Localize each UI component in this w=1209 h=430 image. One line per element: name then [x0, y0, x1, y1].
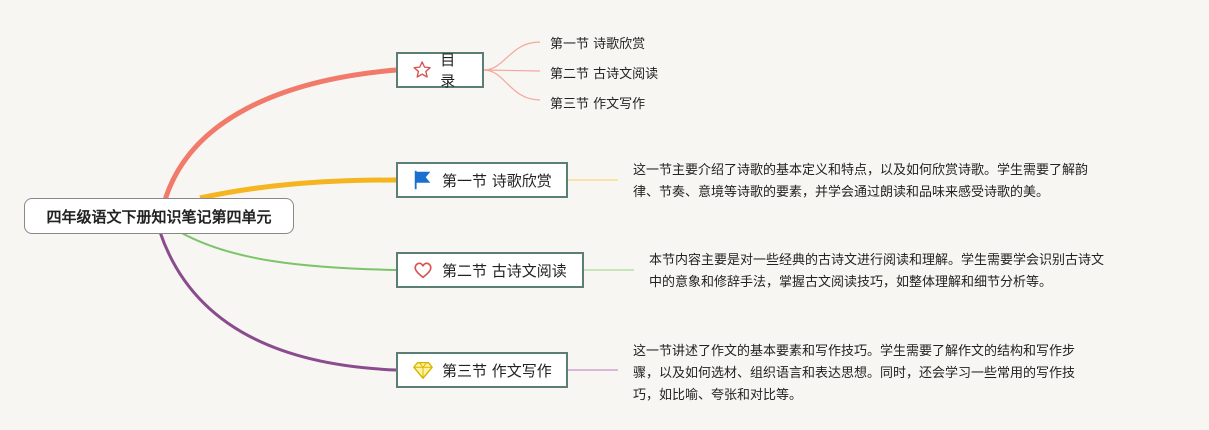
toc-item-2[interactable]: 第二节 古诗文阅读: [550, 67, 659, 82]
heart-icon: [414, 262, 432, 279]
flag-icon: [414, 170, 431, 190]
branch-connector-3: [158, 231, 397, 372]
section-1-description: 这一节主要介绍了诗歌的基本定义和特点，以及如何欣赏诗歌。学生需要了解韵 律、节奏…: [633, 160, 1088, 204]
leaf-connector-2: [483, 69, 541, 101]
branch-node-section-3[interactable]: 第三节 作文写作: [396, 352, 568, 388]
toc-item-3[interactable]: 第三节 作文写作: [550, 97, 646, 112]
branch-node-toc[interactable]: 目录: [396, 51, 484, 90]
branch-label: 第三节 作文写作: [442, 361, 552, 380]
leaf-connector-1: [483, 69, 541, 72]
section-3-description: 这一节讲述了作文的基本要素和写作技巧。学生需要了解作文的结构和写作步 骤，以及如…: [633, 341, 1075, 407]
description-line: 这一节讲述了作文的基本要素和写作技巧。学生需要了解作文的结构和写作步: [633, 344, 1076, 359]
description-line: 骤，以及如何选材、组织语言和表达思想。同时，还会学习一些常用的写作技: [633, 366, 1076, 381]
branch-connector-2: [179, 231, 397, 271]
branch-label: 目录: [440, 51, 456, 90]
branch-node-section-2[interactable]: 第二节 古诗文阅读: [396, 252, 584, 288]
branch-node-section-1[interactable]: 第一节 诗歌欣赏: [396, 162, 568, 198]
description-line: 巧，如比喻、夸张和对比等。: [633, 388, 803, 403]
description-line: 这一节主要介绍了诗歌的基本定义和特点，以及如何欣赏诗歌。学生需要了解韵: [633, 163, 1089, 178]
branch-label: 第一节 诗歌欣赏: [442, 171, 552, 190]
diamond-icon: [413, 361, 433, 379]
star-icon: [413, 61, 431, 78]
toc-item-1[interactable]: 第一节 诗歌欣赏: [550, 37, 646, 52]
description-line: 本节内容主要是对一些经典的古诗文进行阅读和理解。学生需要学会识别古诗文: [649, 253, 1105, 268]
leaf-connector-0: [483, 41, 541, 71]
section-2-description: 本节内容主要是对一些经典的古诗文进行阅读和理解。学生需要学会识别古诗文 中的意象…: [649, 250, 1104, 294]
branch-connector-0: [162, 67, 397, 201]
description-line: 中的意象和修辞手法，掌握古文阅读技巧，如整体理解和细节分析等。: [649, 275, 1053, 290]
description-line: 律、节奏、意境等诗歌的要素，并学会通过朗读和品味来感受诗歌的美。: [633, 185, 1050, 200]
root-node[interactable]: 四年级语文下册知识笔记第四单元: [24, 198, 294, 234]
branch-connector-1: [199, 177, 397, 201]
branch-label: 第二节 古诗文阅读: [442, 261, 567, 280]
